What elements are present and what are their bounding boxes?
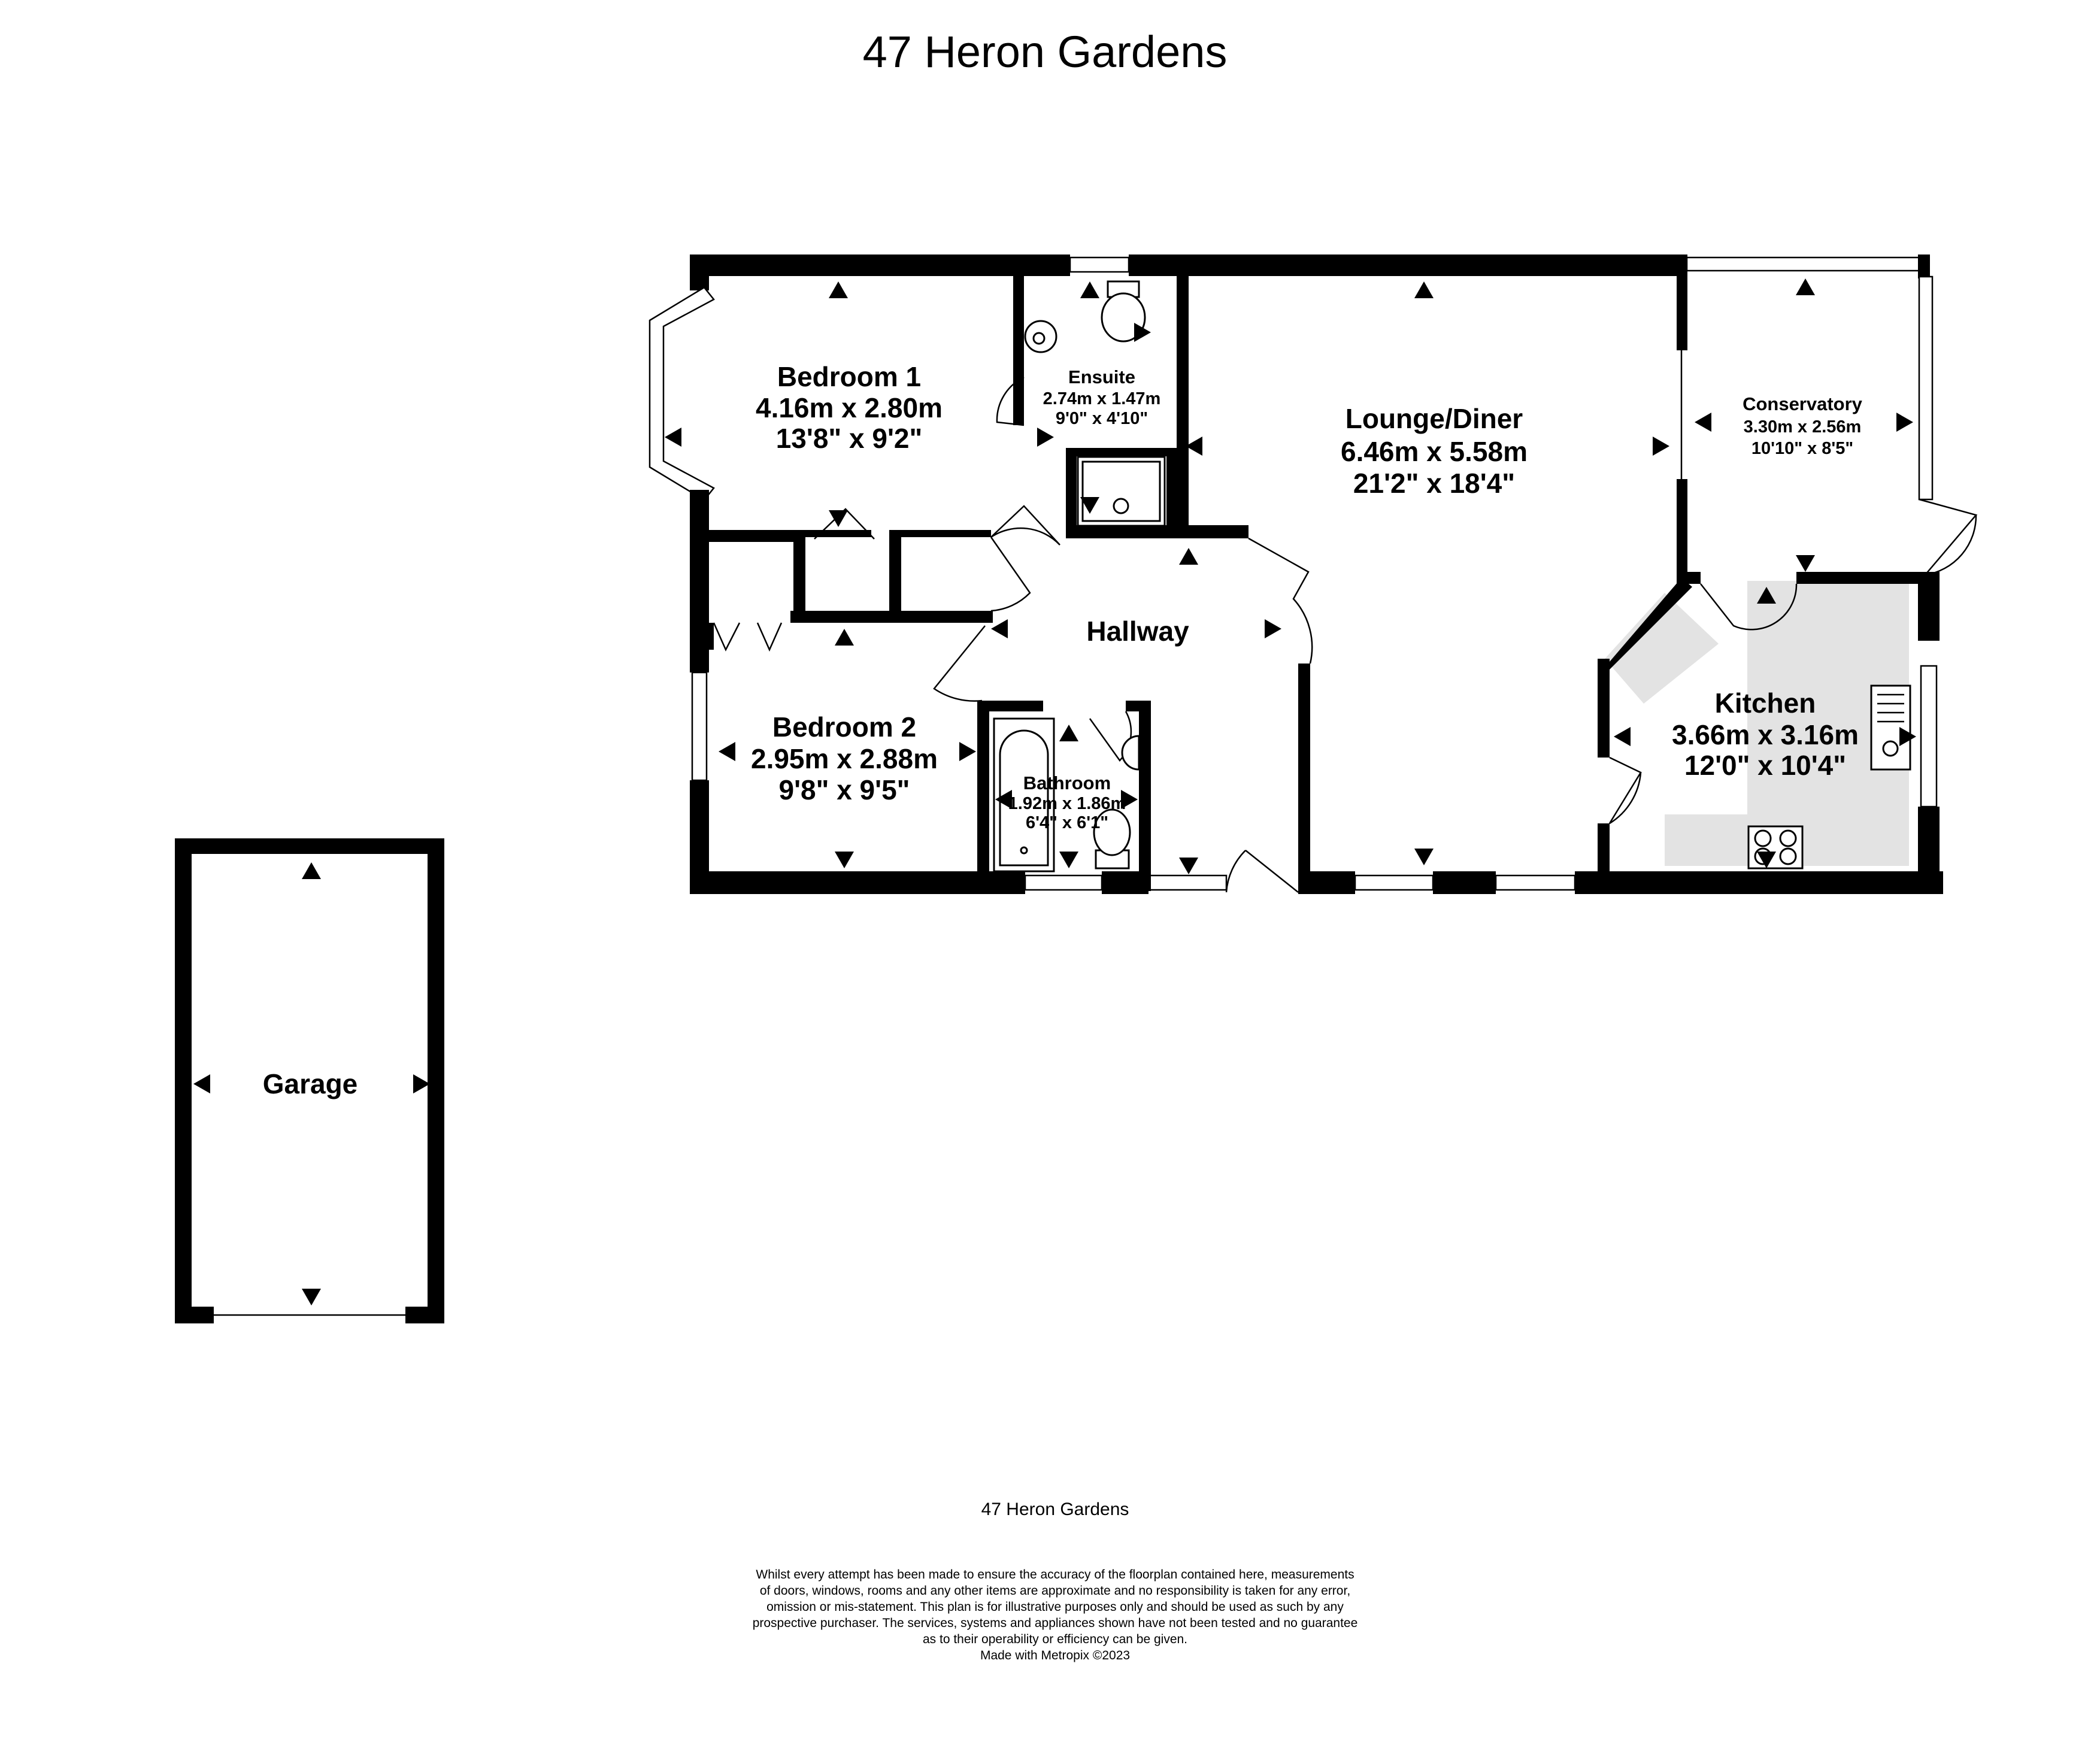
bedroom2-name: Bedroom 2 bbox=[772, 711, 916, 743]
conservatory-name: Conservatory bbox=[1743, 393, 1863, 414]
lounge-metric: 6.46m x 5.58m bbox=[1341, 436, 1528, 467]
kitchen-window bbox=[1920, 665, 1938, 808]
lounge-imperial: 21'2" x 18'4" bbox=[1353, 468, 1515, 499]
dimension-arrows bbox=[193, 278, 1916, 1305]
kitchen-door bbox=[1700, 583, 1798, 631]
room-bathroom: Bathroom 1.92m x 1.86m 6'4" x 6'1" bbox=[1008, 772, 1126, 832]
conservatory-door bbox=[1919, 498, 1978, 576]
wardrobe-doors bbox=[713, 622, 783, 652]
ensuite-basin bbox=[1024, 320, 1057, 353]
kitchen-imperial: 12'0" x 10'4" bbox=[1684, 750, 1846, 781]
ensuite-door bbox=[996, 376, 1025, 426]
room-bedroom-1: Bedroom 1 4.16m x 2.80m 13'8" x 9'2" bbox=[756, 361, 943, 454]
conservatory-side-window bbox=[1918, 275, 1934, 501]
lounge-window-1 bbox=[1354, 874, 1434, 891]
bedroom1-door bbox=[990, 537, 1031, 612]
bedroom2-door bbox=[933, 625, 986, 702]
bathroom-basin bbox=[1121, 735, 1140, 771]
bedroom1-imperial: 13'8" x 9'2" bbox=[776, 423, 923, 454]
bathroom-window bbox=[1024, 874, 1103, 891]
bathroom-imperial: 6'4" x 6'1" bbox=[1026, 813, 1108, 832]
metropix-credit: Made with Metropix ©2023 bbox=[980, 1649, 1130, 1662]
bedroom2-metric: 2.95m x 2.88m bbox=[751, 743, 938, 774]
kitchen-metric: 3.66m x 3.16m bbox=[1672, 719, 1859, 750]
bathroom-metric: 1.92m x 1.86m bbox=[1008, 794, 1126, 813]
disclaimer-line-5: as to their operability or efficiency ca… bbox=[923, 1632, 1187, 1646]
bedroom1-metric: 4.16m x 2.80m bbox=[756, 392, 943, 423]
garage-name: Garage bbox=[263, 1068, 358, 1099]
ensuite-metric: 2.74m x 1.47m bbox=[1043, 389, 1161, 408]
kitchen-side-door bbox=[1608, 756, 1642, 825]
lounge-window-2 bbox=[1495, 874, 1576, 891]
disclaimer-line-3: omission or mis-statement. This plan is … bbox=[766, 1600, 1344, 1614]
house-outline bbox=[649, 255, 1943, 894]
bedroom1-bay-window bbox=[649, 286, 715, 501]
conservatory-top-window bbox=[1686, 256, 1925, 272]
room-conservatory: Conservatory 3.30m x 2.56m 10'10" x 8'5" bbox=[1743, 393, 1863, 458]
ensuite-window bbox=[1069, 256, 1130, 273]
ensuite-name: Ensuite bbox=[1068, 366, 1135, 387]
kitchen-sink bbox=[1870, 684, 1911, 771]
plan-title: 47 Heron Gardens bbox=[863, 27, 1228, 77]
disclaimer-line-2: of doors, windows, rooms and any other i… bbox=[760, 1584, 1350, 1598]
bathroom-name: Bathroom bbox=[1023, 772, 1111, 793]
lounge-name: Lounge/Diner bbox=[1346, 403, 1523, 434]
footer-caption: 47 Heron Gardens bbox=[981, 1499, 1129, 1519]
fixtures bbox=[993, 280, 1911, 872]
kitchen-name: Kitchen bbox=[1715, 687, 1816, 719]
ensuite-imperial: 9'0" x 4'10" bbox=[1056, 409, 1148, 428]
room-bedroom-2: Bedroom 2 2.95m x 2.88m 9'8" x 9'5" bbox=[751, 711, 938, 805]
front-door bbox=[1225, 850, 1299, 893]
doors bbox=[713, 376, 1978, 893]
bedroom1-name: Bedroom 1 bbox=[777, 361, 921, 392]
room-ensuite: Ensuite 2.74m x 1.47m 9'0" x 4'10" bbox=[1043, 366, 1161, 428]
footer: 47 Heron Gardens Whilst every attempt ha… bbox=[753, 1499, 1358, 1662]
disclaimer-line-1: Whilst every attempt has been made to en… bbox=[756, 1568, 1354, 1582]
garage: Garage bbox=[175, 838, 444, 1323]
bedroom2-window bbox=[691, 671, 708, 781]
room-lounge-diner: Lounge/Diner 6.46m x 5.58m 21'2" x 18'4" bbox=[1341, 403, 1528, 499]
hall-window bbox=[1147, 874, 1228, 891]
hallway-name: Hallway bbox=[1086, 616, 1189, 647]
hob bbox=[1747, 825, 1804, 870]
cupboard-doors bbox=[814, 508, 875, 540]
shower-tray bbox=[1077, 456, 1166, 527]
conservatory-metric: 3.30m x 2.56m bbox=[1744, 417, 1862, 437]
room-hallway: Hallway bbox=[1086, 616, 1189, 647]
room-kitchen: Kitchen 3.66m x 3.16m 12'0" x 10'4" bbox=[1672, 687, 1859, 781]
conservatory-imperial: 10'10" x 8'5" bbox=[1751, 439, 1853, 458]
bedroom1-door-arc bbox=[990, 505, 1060, 546]
bedroom2-imperial: 9'8" x 9'5" bbox=[779, 774, 910, 805]
lounge-door bbox=[1248, 537, 1313, 664]
disclaimer-line-4: prospective purchaser. The services, sys… bbox=[753, 1616, 1358, 1630]
bathroom-toilet bbox=[1093, 808, 1131, 870]
